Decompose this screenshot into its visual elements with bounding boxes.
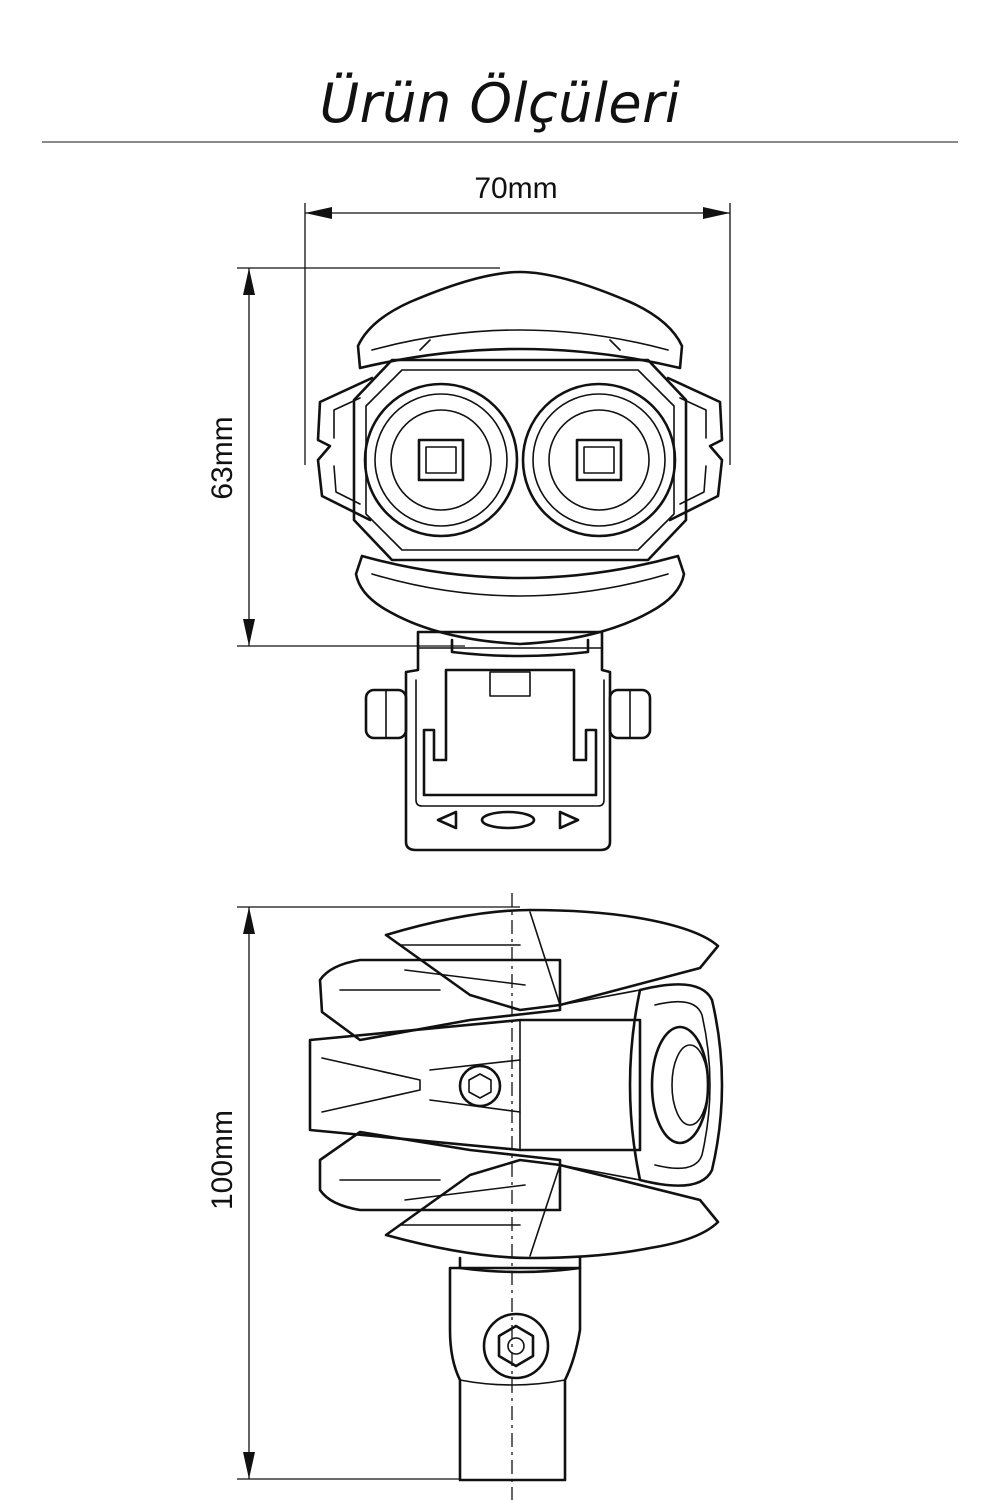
side-mount-clamp <box>448 1256 582 1482</box>
front-right-fins <box>666 376 724 522</box>
height-arrow-bottom <box>243 619 255 646</box>
side-lens-housing <box>559 983 724 1187</box>
front-housing-inner-edge <box>365 369 675 551</box>
length-label: 100mm <box>206 1110 239 1210</box>
height-arrow-top <box>243 268 255 295</box>
length-arrow-top <box>243 907 255 934</box>
width-dimension: 70mm <box>304 172 731 465</box>
bracket-bolt-right <box>608 688 652 740</box>
length-arrow-bottom <box>243 1452 255 1479</box>
height-dimension: 63mm <box>206 267 500 647</box>
width-label: 70mm <box>474 172 557 205</box>
front-mount-neck <box>450 638 590 658</box>
right-lens <box>521 382 677 538</box>
front-housing-body <box>352 358 688 562</box>
side-clamp-bolt <box>482 1312 550 1380</box>
side-lower-fins <box>318 1130 720 1260</box>
front-left-fins <box>316 376 374 522</box>
width-arrow-right <box>703 207 730 219</box>
bracket-arrow-left <box>436 810 458 830</box>
bracket-arrow-right <box>558 810 580 830</box>
front-view: 70mm 63mm <box>206 172 731 852</box>
front-bracket <box>404 630 612 852</box>
page-title: Ürün Ölçüleri <box>319 72 681 135</box>
bracket-slot <box>480 810 536 830</box>
title-divider <box>42 141 958 143</box>
side-hex-bolt <box>458 1064 502 1108</box>
side-view: 100mm <box>206 893 724 1500</box>
bracket-bolt-left <box>364 688 408 740</box>
width-arrow-left <box>305 207 332 219</box>
front-bottom-guard <box>354 554 686 646</box>
front-top-hood <box>356 270 684 370</box>
height-label: 63mm <box>206 416 239 499</box>
left-lens <box>363 382 519 538</box>
length-dimension: 100mm <box>206 906 520 1480</box>
side-center-body <box>308 1018 642 1152</box>
side-upper-fins <box>318 908 720 1042</box>
